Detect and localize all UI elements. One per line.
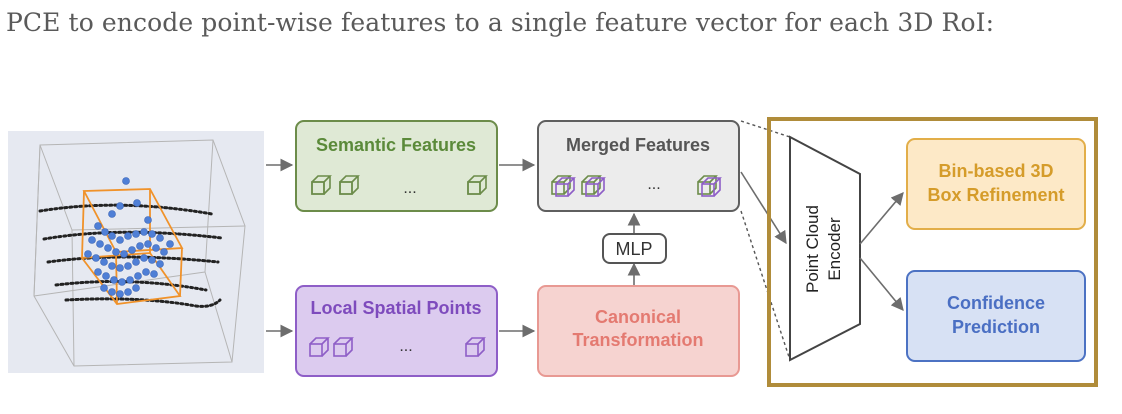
arrow-encoder-to-bin	[859, 192, 904, 245]
merged-features-title: Merged Features	[566, 135, 710, 155]
canonical-line1: Canonical	[595, 307, 681, 327]
projection-line-bottom	[740, 210, 791, 361]
semantic-features-title: Semantic Features	[316, 135, 476, 155]
semantic-features-box: Semantic Features ...	[295, 120, 498, 212]
confidence-prediction-box: Confidence Prediction	[906, 270, 1086, 362]
encoder-line2: Encoder	[825, 217, 844, 281]
canonical-line2: Transformation	[572, 330, 703, 350]
pce-frame	[767, 117, 1098, 387]
arrow-merged-to-encoder	[740, 171, 787, 245]
mlp-box: MLP	[602, 233, 667, 264]
bin-line1: Bin-based 3D	[938, 161, 1053, 181]
point-cloud-encoder: Point Cloud Encoder	[789, 135, 861, 362]
projection-line-top	[740, 120, 791, 138]
encoder-line1: Point Cloud	[803, 205, 822, 293]
confidence-line2: Prediction	[952, 317, 1040, 337]
bin-line2: Box Refinement	[927, 185, 1064, 205]
semantic-ellipsis: ...	[403, 180, 416, 197]
local-spatial-points-title: Local Spatial Points	[310, 298, 481, 318]
confidence-line1: Confidence	[947, 293, 1045, 313]
local-spatial-points-box: Local Spatial Points ...	[295, 285, 498, 377]
page-heading: PCE to encode point-wise features to a s…	[6, 8, 995, 37]
merged-ellipsis: ...	[647, 176, 660, 193]
point-cloud-image	[8, 131, 264, 373]
local-ellipsis: ...	[399, 338, 412, 355]
merged-features-box: Merged Features ...	[537, 120, 740, 212]
bin-box-refinement-box: Bin-based 3D Box Refinement	[906, 138, 1086, 230]
canonical-transformation-box: Canonical Transformation	[537, 285, 740, 377]
mlp-label: MLP	[615, 239, 652, 259]
point-cluster	[84, 177, 174, 298]
arrow-encoder-to-confidence	[859, 257, 904, 311]
